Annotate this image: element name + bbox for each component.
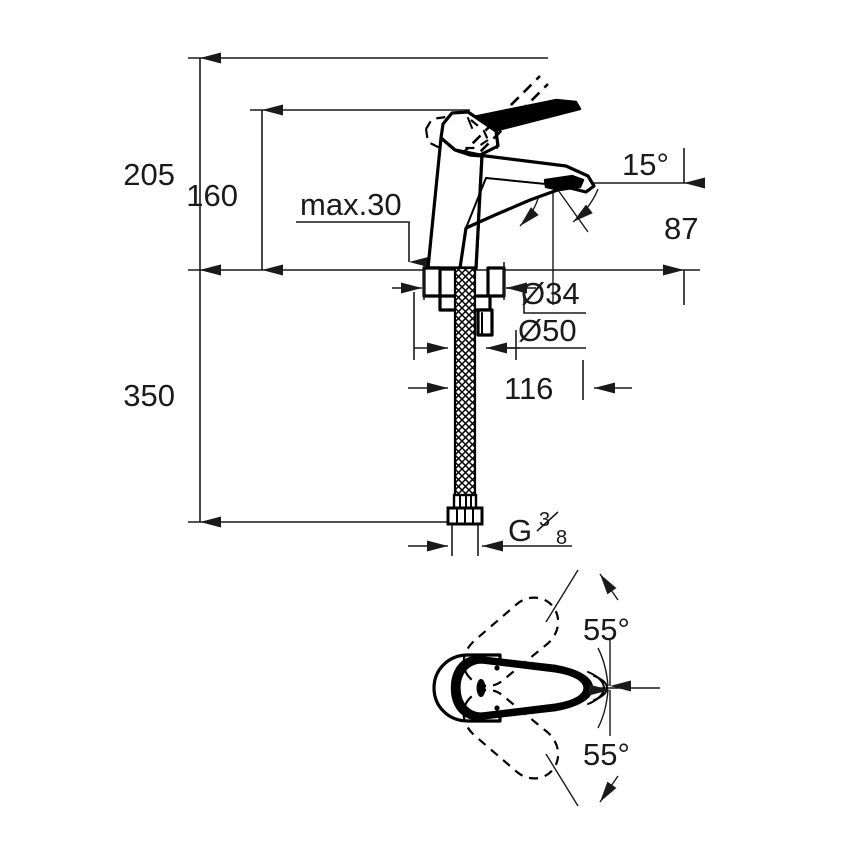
plan-lever-inner: [457, 660, 587, 716]
dimension-base-diameter: Ø50: [413, 292, 586, 360]
dimension-escutcheon-diameter: Ø34: [392, 262, 586, 314]
leader-d34: [507, 287, 586, 314]
lever-dash-left: [425, 115, 447, 130]
lever-edge-line: [467, 117, 473, 129]
plan-lever-slot: [476, 679, 486, 697]
mounting-stud: [476, 308, 494, 337]
dimension-label-max30: max.30: [300, 187, 402, 222]
plan-handle-dash-up: [462, 596, 560, 688]
plan-indicator-dot-hot: [494, 665, 500, 671]
dimension-label-thread: G: [508, 513, 532, 548]
aerator-highlight: [550, 178, 573, 182]
dimension-label-15deg: 15°: [622, 147, 669, 182]
angle-arc-lower-55: [597, 689, 609, 729]
plan-handle-rotated-down-dashed: [462, 688, 560, 780]
leader-line-max30: [296, 221, 430, 268]
escutcheon-left-block: [422, 266, 442, 298]
dimension-label-55-lower: 55°: [583, 737, 630, 772]
dimension-hose-length: 350: [123, 264, 221, 528]
dimension-label-350: 350: [123, 378, 175, 413]
plan-handle-dash-down: [462, 688, 560, 780]
plan-indicator-dot-cold: [494, 705, 500, 711]
dimension-overall-height: 205: [123, 52, 221, 276]
dimension-label-d50: Ø50: [518, 313, 577, 348]
dimension-swivel-angle-lower: 55°: [545, 684, 630, 807]
spout-inner-underside: [465, 177, 487, 229]
dimension-spout-height: 160: [186, 104, 283, 276]
dimension-label-thread-numerator: 3: [539, 509, 550, 531]
faucet-lever-handle: [439, 98, 582, 157]
angle-arc-upper-55: [597, 647, 609, 687]
body-left-edge: [427, 137, 442, 269]
plan-view-handle: 55° 55°: [432, 569, 660, 807]
plan-handle-rotated-up-dashed: [462, 596, 560, 688]
dimension-label-55-upper: 55°: [583, 612, 630, 647]
lever-raised-dash-line-2: [467, 83, 549, 165]
angle-leg-lower-55: [545, 753, 579, 807]
faucet-aerator: [543, 174, 585, 192]
dimension-label-thread-denominator: 8: [556, 527, 567, 549]
aerator-outlet-shape: [543, 174, 585, 192]
hose-braided-body: [453, 266, 477, 502]
dimension-thread-size: G 3 8: [408, 509, 572, 556]
lever-raised-dash-line-1: [459, 75, 541, 157]
dimension-swivel-angle-upper: 55°: [545, 569, 631, 692]
thread-fraction-slash: [536, 511, 559, 532]
dimension-label-d34: Ø34: [521, 276, 580, 311]
angle-arc-right-15deg: [572, 188, 599, 223]
dimension-aerator-offset: 87: [663, 148, 705, 305]
escutcheon-right-block: [486, 266, 506, 298]
angle-leg-upper-55: [545, 569, 579, 623]
lever-dash-left-lower: [424, 128, 441, 149]
dimension-label-160: 160: [186, 178, 238, 213]
lever-dash-right: [470, 119, 490, 141]
dimension-label-116: 116: [504, 371, 553, 406]
angle-arrow-upper-55: [599, 573, 619, 601]
dimension-label-205: 205: [123, 157, 175, 192]
lever-raised-dashed-indicator: [459, 75, 549, 165]
dimension-max-deck-thickness: max.30: [296, 187, 430, 268]
dimension-label-87: 87: [664, 211, 698, 246]
flexible-connection-hose: [446, 266, 484, 526]
dimension-spout-reach: 116: [408, 360, 632, 406]
angle-arrow-lower-55: [599, 775, 619, 803]
